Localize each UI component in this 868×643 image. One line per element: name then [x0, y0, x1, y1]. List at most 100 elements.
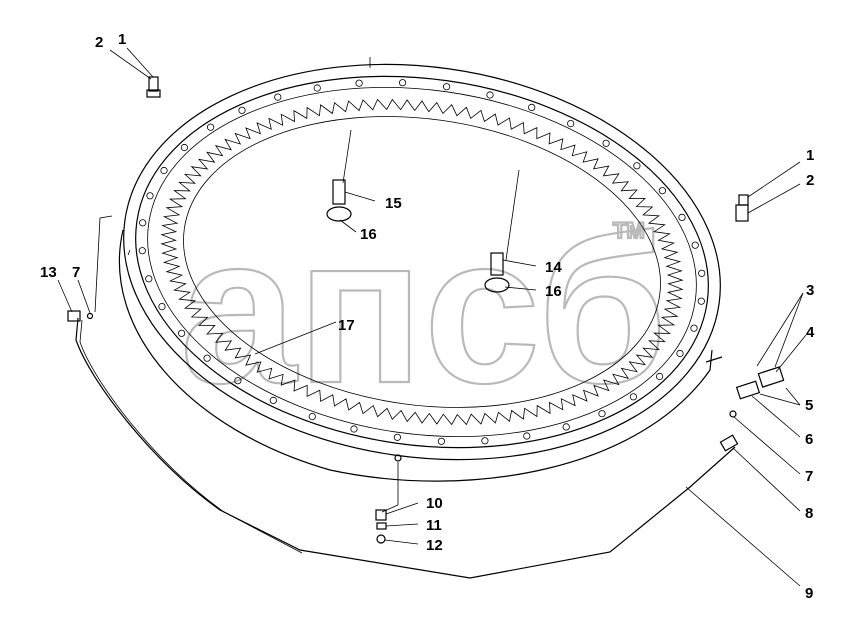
outer-ring-inner-edge	[135, 75, 709, 449]
grease-nipple-right	[735, 194, 749, 222]
ring-chamfer	[147, 86, 697, 438]
outer-ring-top-edge	[123, 63, 721, 461]
gear-teeth-profile	[160, 98, 684, 426]
part-7-washer	[729, 410, 737, 418]
part-6-valve	[735, 380, 761, 400]
watermark-text: апсб	[180, 192, 667, 427]
leader-lines	[57, 47, 807, 587]
callout-8: 8	[805, 505, 813, 522]
callout-4: 4	[806, 324, 815, 341]
callout-1-right: 1	[806, 147, 814, 164]
bolt-hole	[160, 166, 168, 175]
bolt-hole	[442, 83, 451, 91]
fitting-pipe	[705, 356, 723, 363]
ring-side-mark	[127, 249, 131, 256]
bolt-hole	[158, 302, 166, 311]
fitting-assembly-left	[67, 310, 94, 322]
watermark-tm: TM	[613, 218, 645, 243]
lubrication-line-outline	[79, 319, 303, 554]
leader-13	[57, 279, 73, 313]
leader-6	[751, 395, 801, 438]
bolt-hole	[398, 79, 407, 87]
bolt-hole	[207, 123, 215, 131]
bolt-hole	[602, 139, 610, 147]
callout-17: 17	[338, 317, 355, 334]
lubrication-line	[75, 317, 736, 579]
leader-2-right	[747, 183, 801, 214]
bolt-hole	[355, 79, 363, 87]
nipple-right-body	[735, 204, 749, 222]
gear-root-circle	[183, 116, 661, 408]
outer-ring-bottom-edge	[118, 229, 713, 482]
part-4-union	[757, 366, 785, 388]
leader-5-b	[785, 387, 801, 406]
callout-labels: 2 1 1 2 3 4 5 6 7 8 9 10 11 12 13 7 14 1…	[40, 31, 815, 602]
callout-1-top-left: 1	[118, 31, 126, 48]
bolt-hole	[139, 219, 147, 227]
leader-1-right	[747, 161, 801, 198]
callout-10: 10	[426, 495, 443, 512]
part-16-nut-b	[484, 277, 510, 293]
callout-9: 9	[805, 585, 813, 602]
grease-nipple-left	[146, 76, 161, 98]
callout-12: 12	[426, 537, 443, 554]
bolt-hole	[655, 372, 664, 381]
part-16-nut-a	[326, 206, 352, 222]
bolt-hole	[697, 297, 705, 305]
part-7-left-washer	[86, 312, 94, 320]
bolt-hole	[393, 433, 401, 441]
drain-lead	[381, 462, 399, 513]
bolt-hole	[633, 162, 641, 170]
leader-17	[254, 321, 337, 355]
leader-11	[385, 523, 419, 527]
bolt-hole	[180, 143, 188, 152]
bolt-hole	[238, 106, 246, 114]
bolt-hole	[146, 192, 154, 200]
leader-3-a	[756, 292, 804, 367]
part-8-coupling	[719, 434, 739, 452]
leader-16-a	[339, 219, 357, 233]
bolt-hole	[658, 187, 667, 195]
bolt-hole	[138, 247, 146, 255]
leader-9	[685, 486, 801, 587]
callout-3: 3	[806, 282, 814, 299]
watermark-logo: апсб TM	[179, 191, 669, 428]
bolt-hole	[274, 93, 282, 101]
bolt-hole	[678, 213, 686, 221]
callout-14: 14	[545, 259, 562, 276]
callout-7-right: 7	[805, 468, 813, 485]
internal-gear-teeth	[160, 98, 684, 426]
bolt-hole	[145, 275, 153, 283]
callout-15: 15	[385, 195, 402, 212]
drain-plug-assembly	[375, 454, 402, 544]
bolt-hole	[437, 437, 445, 445]
part-10-plug	[375, 509, 387, 521]
bolt-hole	[481, 437, 489, 445]
leader-12	[384, 539, 419, 545]
bolt-hole	[523, 432, 531, 440]
callout-13: 13	[40, 264, 57, 281]
callout-2-top-left: 2	[95, 34, 103, 51]
leader-3-b	[774, 292, 804, 368]
leader-14	[502, 259, 537, 267]
leader-8	[732, 447, 801, 512]
part-14-pin	[490, 252, 504, 276]
callout-7-left: 7	[72, 264, 80, 281]
slewing-ring-body	[118, 63, 721, 482]
bolt-hole	[690, 324, 698, 332]
leader-15-up	[342, 129, 352, 184]
callout-5: 5	[805, 397, 813, 414]
bolt-hole	[313, 84, 321, 92]
mounting-bolt-holes	[138, 79, 706, 445]
leader-2-top-left	[109, 49, 152, 80]
leader-7-right	[733, 416, 801, 475]
bolt-hole	[676, 349, 684, 358]
bolt-hole	[178, 329, 186, 337]
bolt-hole	[691, 241, 699, 249]
leader-4	[775, 334, 807, 373]
part-11-washer	[376, 522, 387, 530]
bolt-hole	[698, 269, 706, 277]
nipple-right-head	[738, 194, 749, 206]
